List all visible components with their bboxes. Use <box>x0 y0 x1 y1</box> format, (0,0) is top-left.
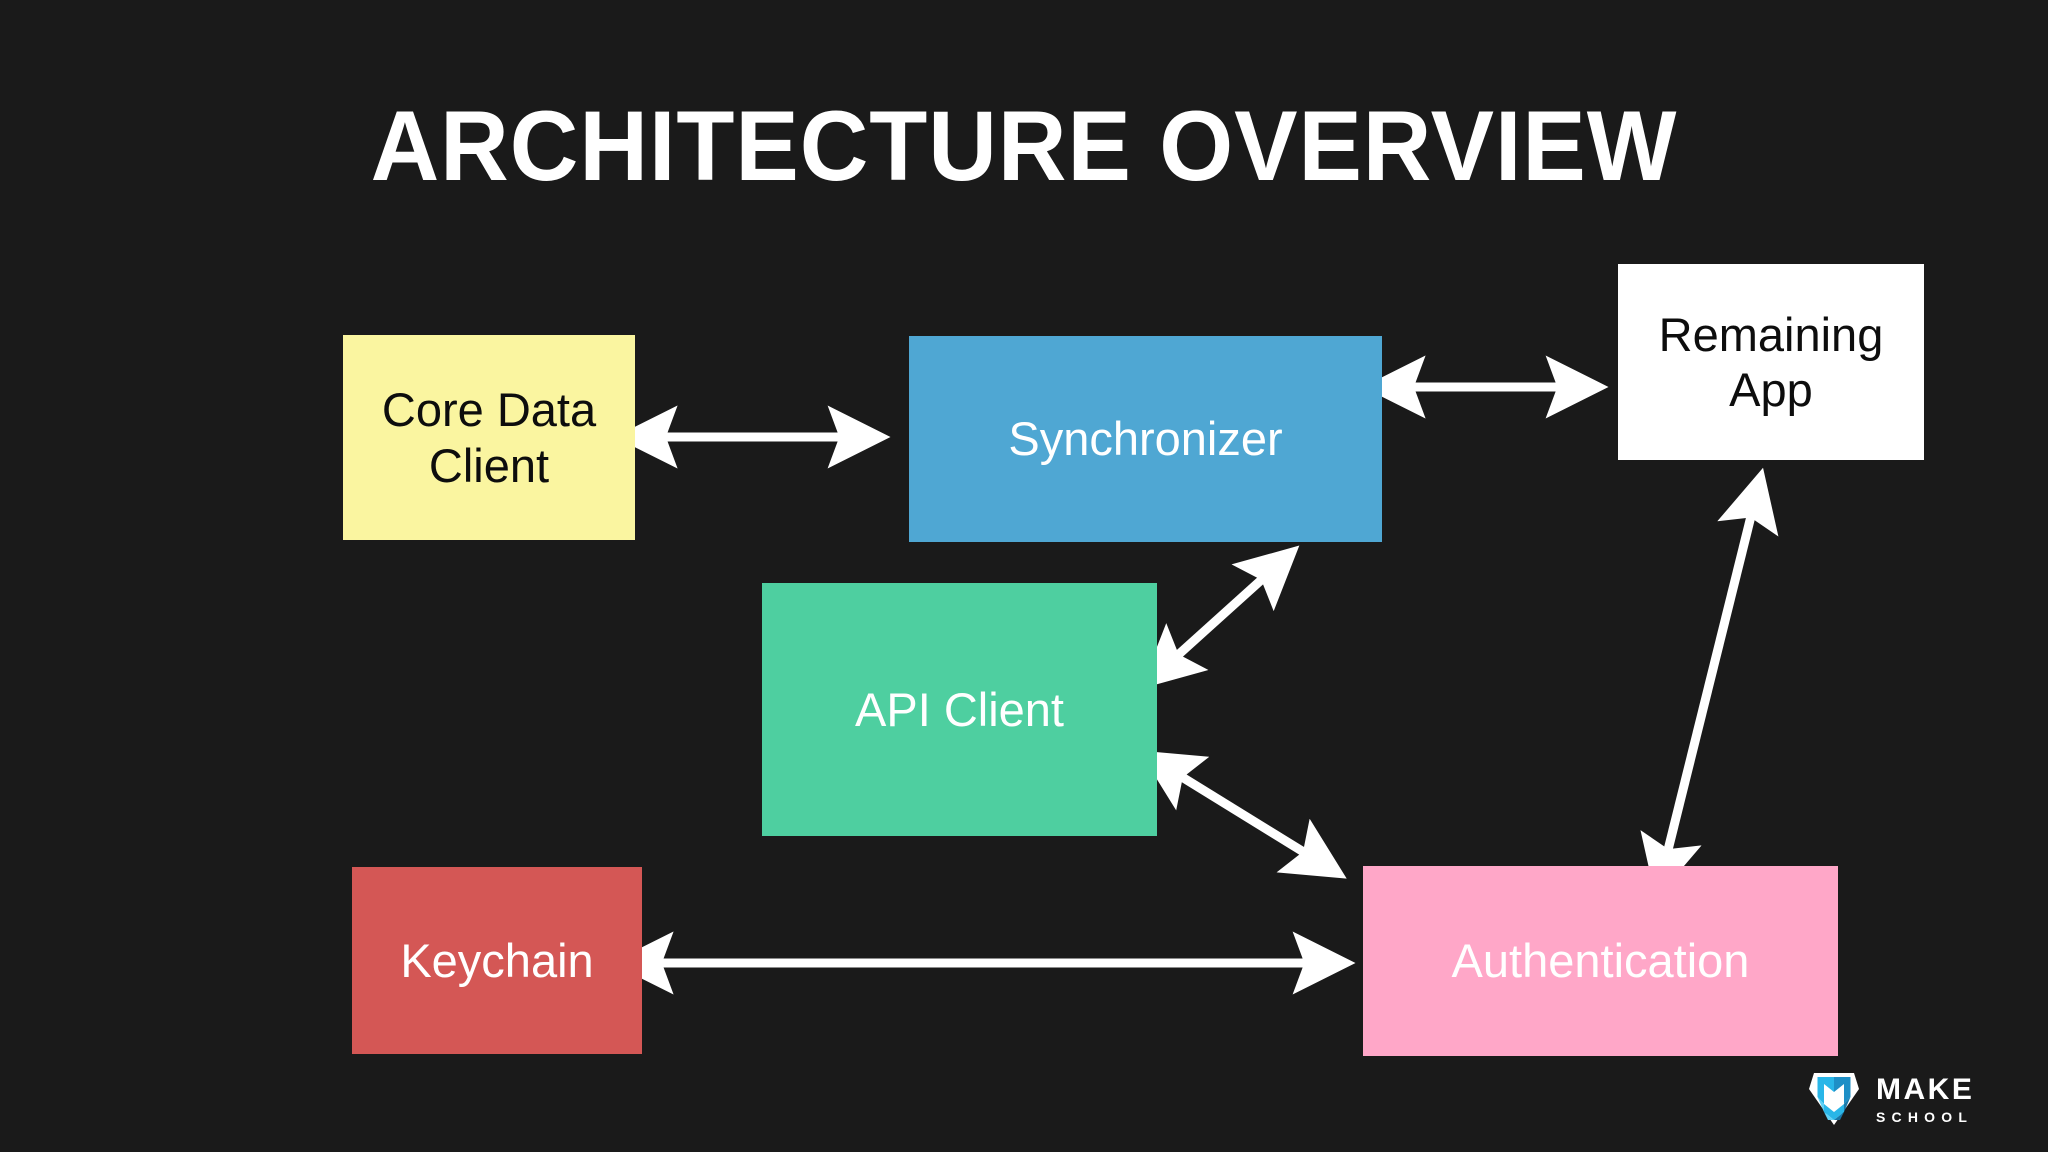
connector-authentication-to-remaining-app <box>1640 467 1779 899</box>
node-remaining-app[interactable]: Remaining App <box>1618 264 1924 460</box>
make-school-logo: MAKE SCHOOL <box>1806 1068 2012 1130</box>
node-core-data-client-label: Core Data Client <box>381 383 597 492</box>
node-synchronizer[interactable]: Synchronizer <box>909 336 1382 542</box>
node-synchronizer-label: Synchronizer <box>1008 412 1283 466</box>
node-core-data-client[interactable]: Core Data Client <box>343 335 635 540</box>
node-keychain-label: Keychain <box>400 933 594 987</box>
node-api-client[interactable]: API Client <box>762 583 1157 836</box>
node-api-client-label: API Client <box>855 682 1064 736</box>
node-keychain[interactable]: Keychain <box>352 867 642 1054</box>
page-title: ARCHITECTURE OVERVIEW <box>370 90 1678 201</box>
node-remaining-app-label: Remaining App <box>1658 307 1884 416</box>
connector-synchronizer-to-api-client <box>1140 545 1300 689</box>
logo-primary-text: MAKE <box>1876 1072 1975 1106</box>
node-authentication-label: Authentication <box>1451 934 1750 988</box>
diamond-icon <box>1809 1073 1859 1125</box>
connector-api-client-to-authentication <box>1139 750 1347 879</box>
logo-wordmark: MAKE SCHOOL <box>1876 1072 1975 1125</box>
node-authentication[interactable]: Authentication <box>1363 866 1838 1056</box>
logo-secondary-text: SCHOOL <box>1876 1108 1974 1125</box>
